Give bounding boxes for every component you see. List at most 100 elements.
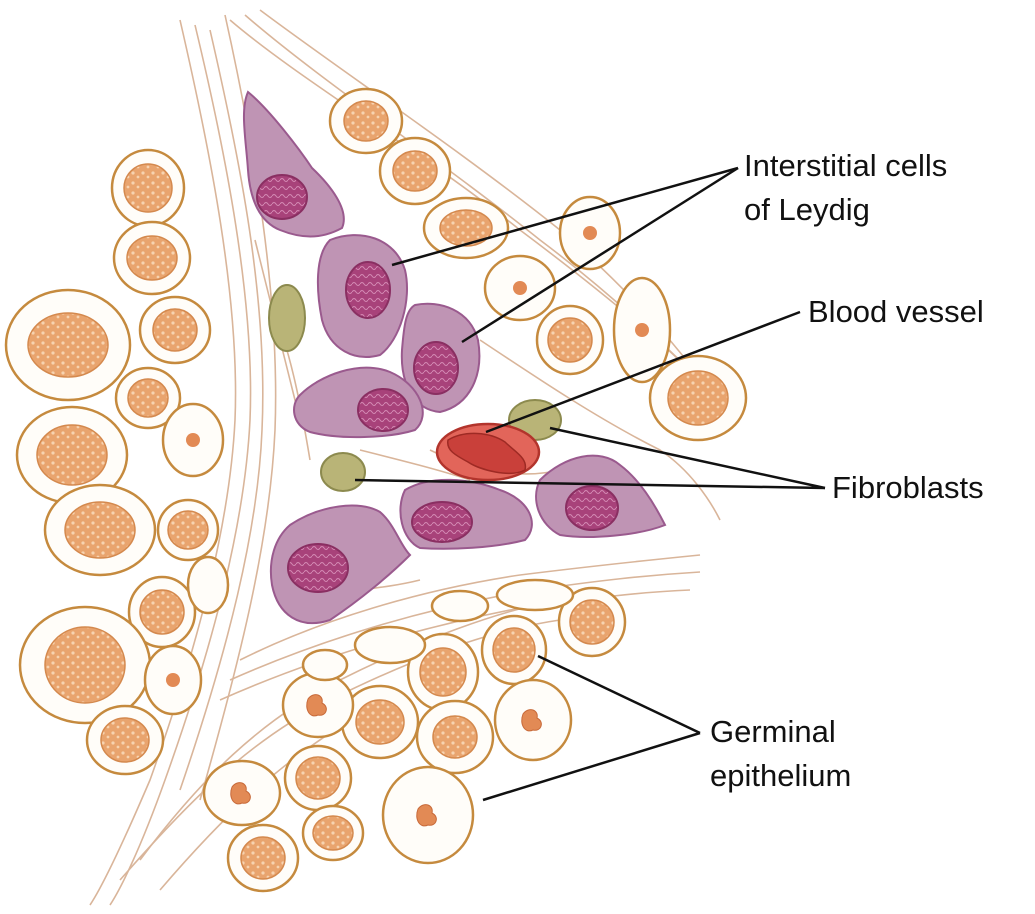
germ-cell [558,195,622,271]
leydig-nucleus [256,174,308,220]
fiber [219,589,691,701]
fiber [179,29,264,791]
germ-cell-nucleus [583,226,597,240]
germ-cell [85,704,165,776]
leydig-label-line2: of Leydig [744,192,870,227]
germ-cell [281,671,355,739]
germ-cell [612,276,672,384]
germ-cell-nucleus [139,589,185,635]
germ-cell [301,804,365,862]
fiber [109,24,252,906]
fibroblast [268,284,306,352]
germ-cell [430,589,490,623]
leader-line-germinal-a [537,654,701,735]
leydig-nuclei [256,174,619,593]
germ-cell-nucleus [123,163,173,213]
germ-cell [4,288,132,402]
germ-cell [161,402,225,478]
leader-line-fibroblast-a [549,426,826,490]
germ-cell-nucleus [240,836,286,880]
leydig-nucleus [287,543,349,593]
germ-cell [353,625,427,665]
germ-cell [406,632,480,712]
germ-cell-nucleus [355,699,405,745]
blood-vessel-label: Blood vessel [808,294,984,329]
germ-cell-nucleus [392,150,438,192]
germ-cell-nucleus [513,281,527,295]
fiber [479,339,721,521]
germ-cell [143,644,203,716]
germ-cell-nucleus [127,378,169,418]
germ-cell-nucleus [432,715,478,759]
germ-cell-nucleus [295,756,341,800]
germ-cell [114,366,182,430]
germ-cell-nucleus [167,510,209,550]
germ-cell [15,405,129,505]
germ-cell [202,759,282,827]
germ-cell-nucleus [126,235,178,281]
germ-cell [301,648,349,682]
germ-cell-nucleus [186,433,200,447]
germ-cell [340,684,420,760]
germ-cell-nucleus [439,209,493,247]
leader-lines [354,166,826,802]
germ-cell [493,678,573,762]
leader-line-leydig-a [391,166,739,267]
germ-cell [495,578,575,612]
germ-cell-nucleus [667,370,729,426]
leydig-nucleus [411,501,473,543]
germ-cell [186,555,230,615]
germ-cell [483,254,557,322]
germinal-label-line2: epithelium [710,758,851,793]
germ-cell-nucleus [230,782,251,805]
leydig-nucleus [565,485,619,531]
germ-cell-nucleus [343,100,389,142]
germ-cell [328,87,404,155]
leader-line-germinal-b [482,731,701,802]
germ-cell-nucleus [419,647,467,697]
leader-line-blood-vessel [485,310,801,434]
germ-cell [381,765,475,865]
leydig-nucleus [345,261,391,319]
germ-cell-nucleus [100,717,150,763]
germ-cell-nucleus [547,317,593,363]
germ-cell [226,823,300,893]
germ-cell-nucleus [64,501,136,559]
germ-cell-nucleus [521,709,542,732]
blood-vessel [435,422,541,482]
germ-cell-nucleus [312,815,354,851]
leydig-nucleus [413,341,459,395]
germ-cell [415,699,495,775]
fibroblast [320,452,366,492]
germ-cell [378,136,452,206]
fibroblasts-label: Fibroblasts [832,470,984,505]
leydig-label-line1: Interstitial cells [744,148,947,183]
germ-cell-nucleus [306,694,327,717]
germ-cell [138,295,212,365]
germ-cell-nucleus [44,626,126,704]
fiber [239,554,701,661]
germ-cell-nucleus [635,323,649,337]
leader-line-leydig-b [461,166,739,344]
germ-cell [557,586,627,658]
germ-cell-nucleus [36,424,108,486]
germinal-epithelium-cells [4,87,748,893]
germ-cell [127,575,197,649]
germ-cell-nucleus [166,673,180,687]
germ-cell [18,605,152,725]
germ-cell [422,196,510,260]
germ-cell-nucleus [27,312,109,378]
fiber [89,19,237,906]
germ-cell-nucleus [492,627,536,673]
leader-line-fibroblast-b [354,478,826,490]
germ-cell-nucleus [416,804,437,827]
germ-cell-nucleus [152,308,198,352]
germ-cell [283,744,353,812]
germ-cell [648,354,748,442]
germ-cell-nucleus [569,599,615,645]
germ-cell [43,483,157,577]
germ-cell [156,498,220,562]
germ-cell [480,614,548,686]
germ-cell [112,220,192,296]
